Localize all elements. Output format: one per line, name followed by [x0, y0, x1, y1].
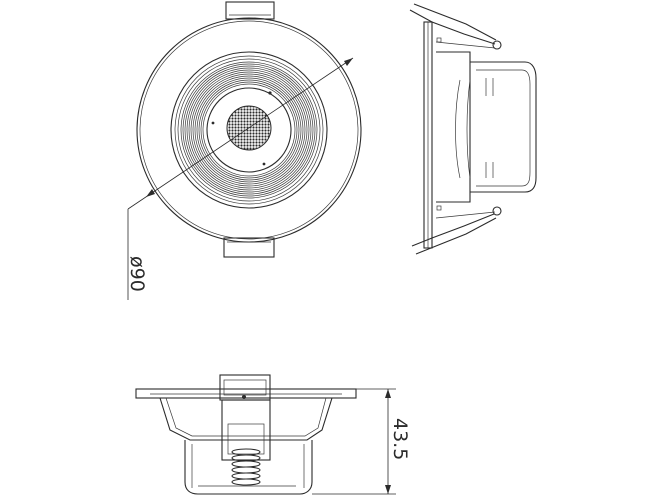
reflector-rings — [180, 61, 318, 199]
spring-coil — [231, 466, 261, 474]
reflector-ring — [192, 73, 306, 187]
reflector-ring — [202, 83, 296, 177]
screw-dot — [262, 162, 266, 166]
side-view — [409, 3, 537, 255]
reflector-ring — [194, 75, 304, 185]
top-spring-tab — [225, 1, 275, 20]
diameter-dimension — [127, 57, 354, 300]
spring-coil — [231, 460, 261, 468]
reflector-ring — [196, 77, 302, 183]
reflector-ring — [200, 81, 298, 179]
diameter-label: ø90 — [126, 256, 148, 292]
front-view — [127, 1, 362, 300]
spring — [231, 448, 261, 486]
spring-coil — [231, 478, 261, 486]
height-dimension — [312, 388, 396, 495]
reflector-ring — [198, 79, 300, 181]
screw-dot — [268, 91, 272, 95]
screw-dot — [211, 121, 215, 125]
spring-coil — [231, 472, 261, 480]
outer-flange — [136, 17, 362, 243]
trim-ring — [170, 51, 328, 209]
reflector-ring — [182, 63, 316, 197]
reflector-ring — [186, 67, 312, 193]
profile-view — [135, 374, 357, 495]
reflector-ring — [190, 71, 308, 189]
reflector-ring — [188, 69, 310, 191]
height-label: 43.5 — [389, 418, 411, 460]
reflector-ring — [184, 65, 314, 195]
reflector-ring — [180, 61, 318, 199]
